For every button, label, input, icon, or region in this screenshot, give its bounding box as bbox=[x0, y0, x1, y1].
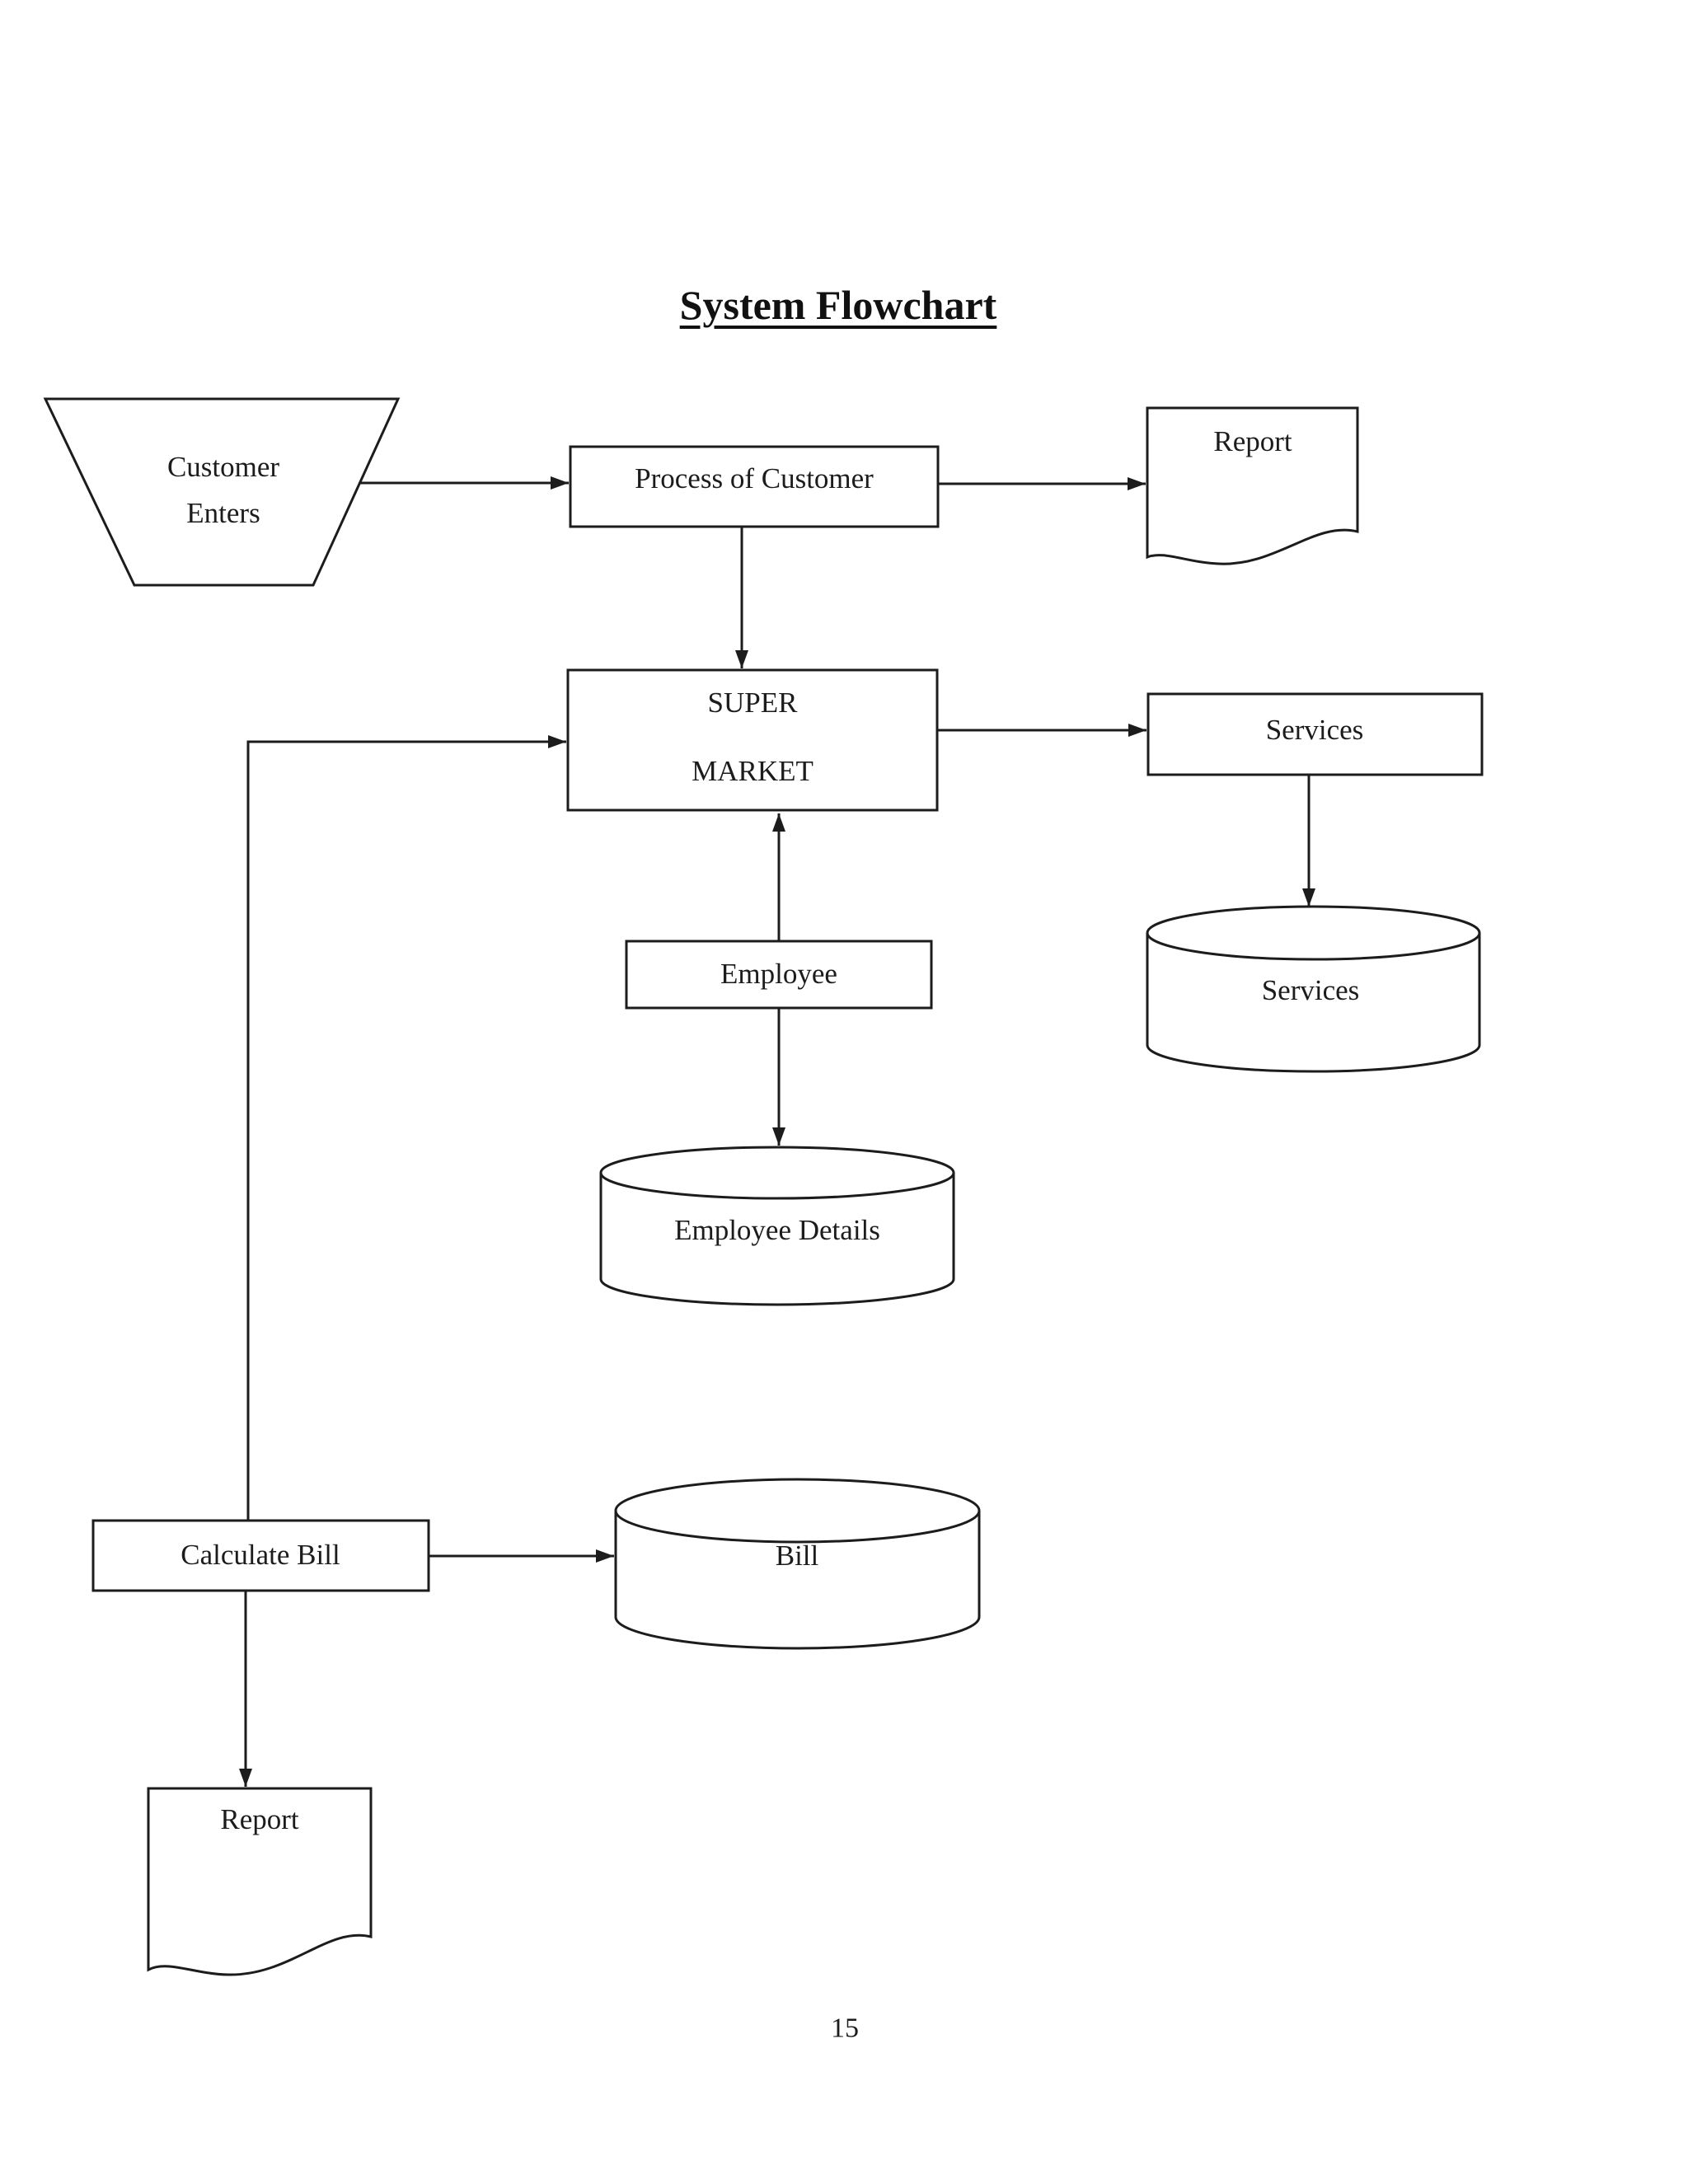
super-market-line2: MARKET bbox=[692, 755, 814, 787]
customer-enters-line1: Customer bbox=[166, 451, 280, 483]
arrow-calculatebill-to-supermarket bbox=[246, 735, 566, 1521]
customer-enters-line2: Enters bbox=[186, 497, 260, 529]
bill-label: Bill bbox=[775, 1540, 819, 1572]
report-top-label: Report bbox=[1213, 425, 1292, 457]
services-process-shape bbox=[1146, 692, 1484, 776]
report-top-shape bbox=[1146, 406, 1359, 565]
bill-shape bbox=[614, 1478, 981, 1650]
super-market-line1: SUPER bbox=[707, 687, 798, 719]
page-number: 15 bbox=[831, 2013, 859, 2044]
services-store-label: Services bbox=[1261, 974, 1360, 1006]
process-of-customer-label: Process of Customer bbox=[635, 462, 874, 494]
employee-details-label: Employee Details bbox=[674, 1214, 880, 1246]
employee-details-shape bbox=[599, 1146, 955, 1306]
calculate-bill-shape bbox=[91, 1519, 430, 1592]
services-process-label: Services bbox=[1265, 714, 1364, 746]
services-store-shape bbox=[1146, 905, 1481, 1073]
customer-enters-shape bbox=[43, 397, 401, 587]
page-title: System Flowchart bbox=[679, 282, 997, 328]
report-bottom-label: Report bbox=[220, 1803, 299, 1835]
customer-enters-label: Customer Enters bbox=[167, 444, 279, 537]
employee-shape bbox=[625, 940, 933, 1010]
process-of-customer-shape bbox=[569, 445, 940, 528]
employee-label: Employee bbox=[720, 958, 837, 990]
super-market-shape bbox=[566, 668, 939, 812]
calculate-bill-label: Calculate Bill bbox=[181, 1539, 340, 1571]
super-market-label: SUPER MARKET bbox=[692, 668, 814, 805]
report-bottom-shape bbox=[147, 1787, 373, 1976]
